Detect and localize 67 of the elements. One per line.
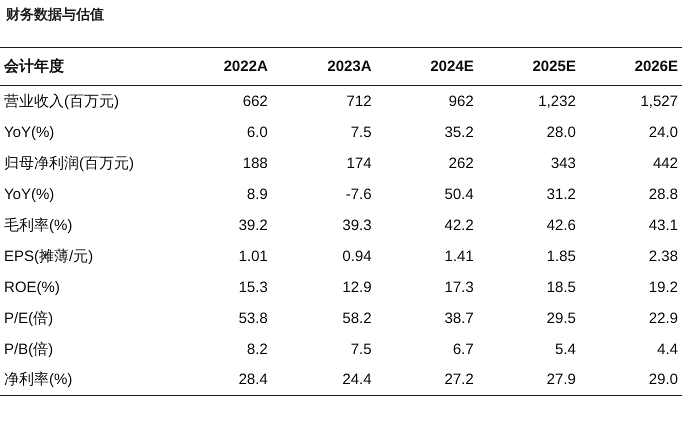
value-text: -7.6	[344, 184, 373, 204]
value-text: 6.7	[452, 340, 475, 360]
row-label: EPS(摊薄/元)	[3, 246, 94, 266]
value-text: 12.9	[341, 278, 373, 298]
value-text: 262	[448, 154, 475, 174]
value-text: 0.94	[341, 246, 373, 266]
value-text: 42.6	[546, 216, 577, 236]
value-text: 43.1	[648, 216, 679, 236]
value-text: 6.0	[246, 122, 269, 142]
value-text: 4.4	[656, 340, 679, 360]
row-label: 毛利率(%)	[3, 216, 74, 236]
row-label: YoY(%)	[3, 122, 56, 142]
value-text: 19.2	[648, 278, 679, 298]
value-text: 27.9	[478, 364, 580, 396]
value-text: 442	[652, 154, 679, 174]
value-text: 38.7	[444, 308, 475, 328]
value-text: 58.2	[341, 308, 373, 328]
value-text: 29.5	[546, 308, 577, 328]
value-text: 662	[168, 86, 272, 116]
value-text: 1,527	[580, 86, 682, 116]
table-title: 财务数据与估值	[6, 6, 104, 24]
value-text: 29.0	[580, 364, 682, 396]
value-text: 22.9	[648, 308, 679, 328]
value-text: 712	[272, 86, 376, 116]
year-header: 2022A	[168, 48, 272, 86]
row-label: P/E(倍)	[3, 308, 54, 328]
value-text: 1.85	[546, 246, 577, 266]
year-header: 2026E	[580, 48, 682, 86]
value-text: 7.5	[350, 340, 373, 360]
value-text: 28.8	[648, 184, 679, 204]
value-text: 962	[376, 86, 478, 116]
value-text: 18.5	[546, 278, 577, 298]
value-text: 8.9	[246, 184, 269, 204]
year-header: 2025E	[478, 48, 580, 86]
value-text: 53.8	[238, 308, 269, 328]
value-text: 42.2	[444, 216, 475, 236]
value-text: 5.4	[554, 340, 577, 360]
value-text: 39.2	[238, 216, 269, 236]
row-label: 归母净利润(百万元)	[3, 154, 135, 174]
row-label: YoY(%)	[3, 184, 56, 204]
value-text: 1.01	[238, 246, 269, 266]
row-label: 净利率(%)	[0, 364, 168, 396]
year-header: 2023A	[272, 48, 376, 86]
value-text: 7.5	[350, 122, 373, 142]
value-text: 50.4	[444, 184, 475, 204]
value-text: 39.3	[341, 216, 373, 236]
year-header: 2024E	[376, 48, 478, 86]
header-label: 会计年度	[0, 48, 168, 86]
value-text: 35.2	[444, 122, 475, 142]
row-label: P/B(倍)	[3, 340, 54, 360]
value-text: 17.3	[444, 278, 475, 298]
value-text: 24.4	[272, 364, 376, 396]
row-label: 营业收入(百万元)	[0, 86, 168, 116]
value-text: 1.41	[444, 246, 475, 266]
value-text: 188	[242, 154, 269, 174]
value-text: 24.0	[648, 122, 679, 142]
row-label: ROE(%)	[3, 278, 61, 298]
value-text: 343	[550, 154, 577, 174]
value-text: 27.2	[376, 364, 478, 396]
value-text: 8.2	[246, 340, 269, 360]
value-text: 15.3	[238, 278, 269, 298]
value-text: 174	[346, 154, 373, 174]
value-text: 2.38	[648, 246, 679, 266]
value-text: 31.2	[546, 184, 577, 204]
value-text: 28.4	[168, 364, 272, 396]
value-text: 1,232	[478, 86, 580, 116]
value-text: 28.0	[546, 122, 577, 142]
